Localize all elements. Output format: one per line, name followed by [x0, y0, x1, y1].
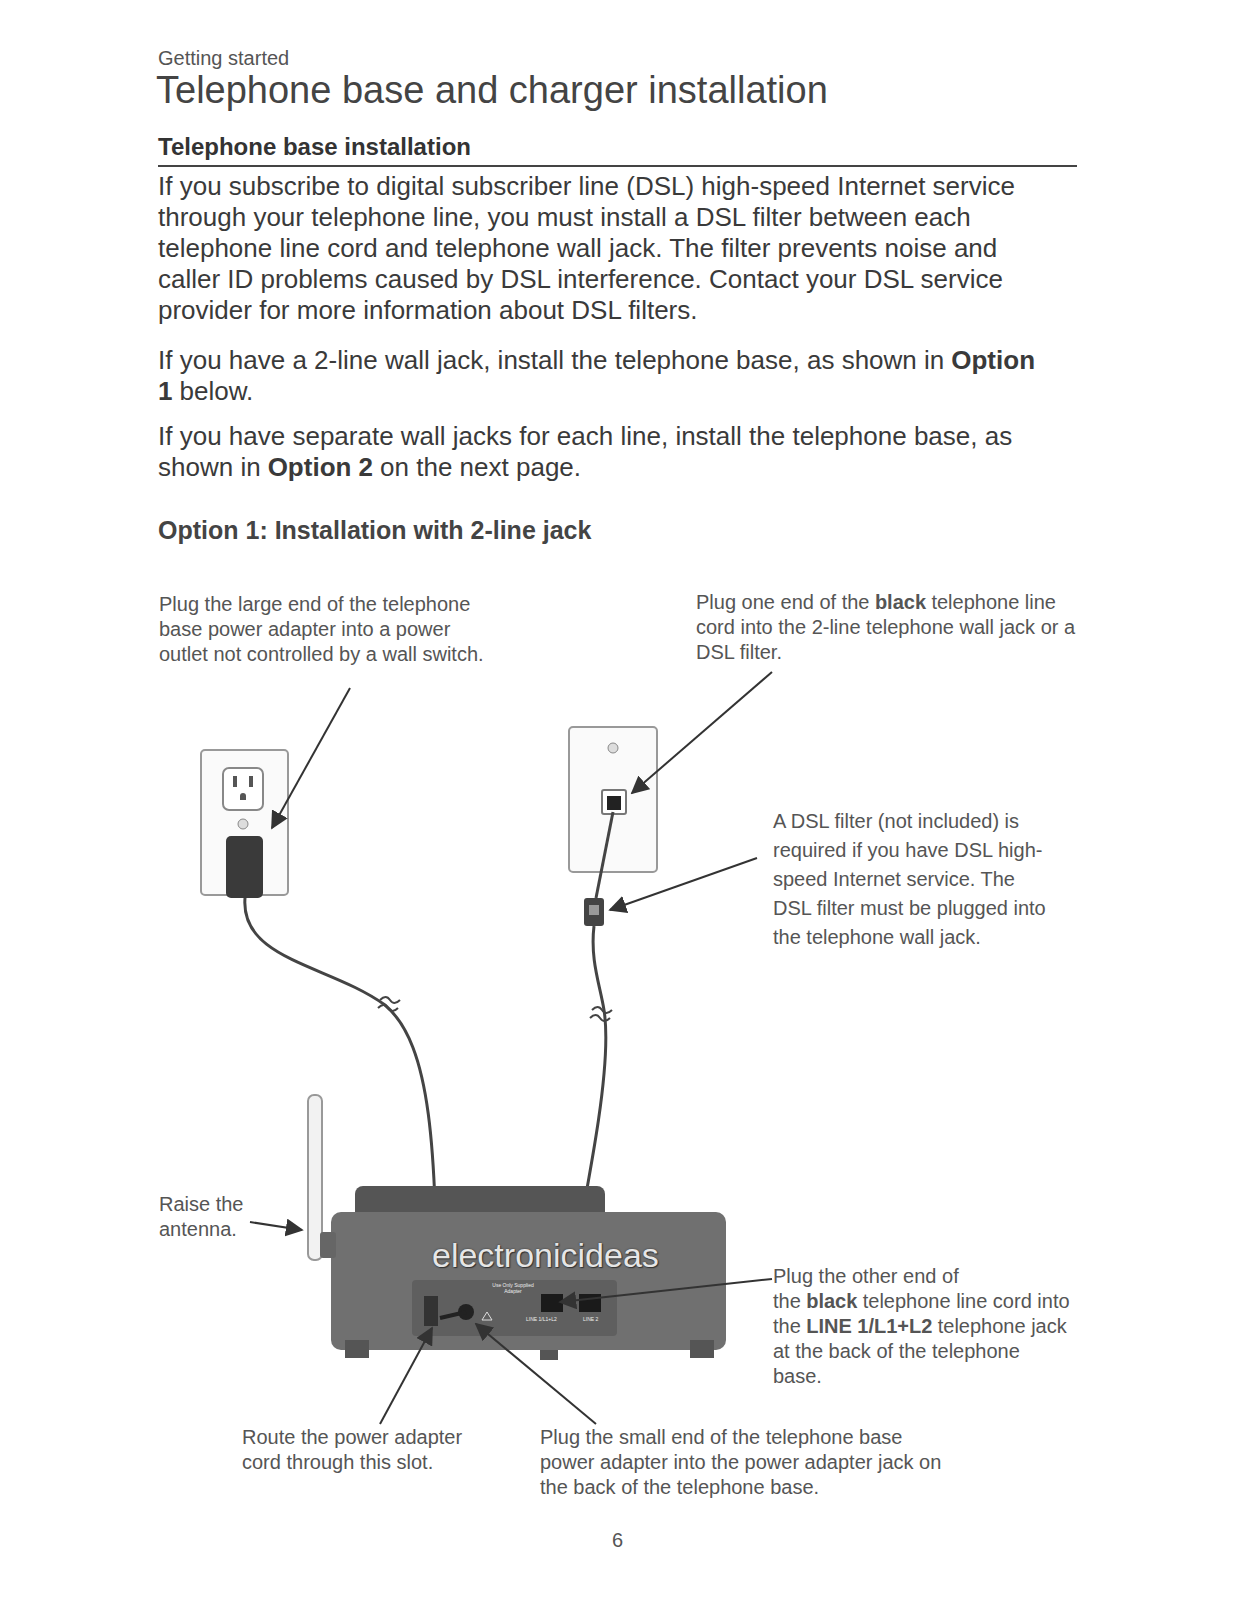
text: Use Only Supplied Adapter — [492, 1282, 533, 1294]
callout-text: Plug the large end of the telephone base… — [159, 592, 504, 667]
text: on the next page. — [380, 452, 581, 482]
paragraph: If you have a 2-line wall jack, install … — [158, 345, 1048, 407]
bold-text: Option 2 — [268, 452, 373, 482]
text: Telephone base installation — [158, 133, 471, 160]
text: Plug the large end of the telephone base… — [159, 593, 484, 665]
option-heading: Option 1: Installation with 2-line jack — [158, 515, 591, 545]
bold-text: black — [875, 591, 926, 613]
break-mark — [378, 997, 400, 1011]
callout-text: A DSL filter (not included) is required … — [773, 807, 1048, 952]
text: below. — [179, 376, 253, 406]
dsl-filter — [584, 898, 604, 926]
section-rule — [158, 165, 1077, 167]
text: electronicideas — [432, 1236, 659, 1274]
callout-text: Plug one end of theblacktelephone line c… — [696, 590, 1076, 665]
port-label: Use Only Supplied Adapter — [488, 1282, 538, 1294]
bold-text: black — [806, 1290, 857, 1312]
text: Telephone base and charger installation — [156, 69, 828, 111]
text: Option 1: Installation with 2-line jack — [158, 516, 591, 544]
break-mark — [590, 1007, 612, 1021]
text: Plug one end of the — [696, 591, 869, 613]
telephone-base — [308, 1095, 726, 1360]
text: Getting started — [158, 47, 289, 69]
dsl-filter-port — [589, 905, 599, 915]
callout-text: Raise the antenna. — [159, 1192, 259, 1242]
port-label: LINE 1/L1+L2 — [526, 1316, 557, 1322]
text: Plug the small end of the telephone base… — [540, 1426, 941, 1498]
page-title: Telephone base and charger installation — [156, 68, 828, 112]
paragraph: If you subscribe to digital subscriber l… — [158, 171, 1048, 326]
phone-cord — [596, 812, 613, 898]
wall-jack — [569, 727, 657, 872]
page-number: 6 — [612, 1528, 623, 1552]
callout-text: Plug the other end of theblacktelephone … — [773, 1264, 1073, 1389]
bold-text: LINE 1/L1+L2 — [806, 1315, 932, 1337]
section-kicker: Getting started — [158, 46, 289, 70]
text: If you subscribe to digital subscriber l… — [158, 171, 1015, 325]
text: LINE 2 — [583, 1316, 598, 1322]
text: 6 — [612, 1529, 623, 1551]
port-label: LINE 2 — [583, 1316, 598, 1322]
section-heading: Telephone base installation — [158, 132, 471, 162]
watermark: electronicideas — [432, 1235, 659, 1275]
callout-text: Plug the small end of the telephone base… — [540, 1425, 960, 1500]
paragraph: If you have separate wall jacks for each… — [158, 421, 1048, 483]
leader-lines — [250, 672, 772, 1424]
text: If you have a 2-line wall jack, install … — [158, 345, 944, 375]
text: LINE 1/L1+L2 — [526, 1316, 557, 1322]
text: Route the power adapter cord through thi… — [242, 1426, 462, 1473]
text: A DSL filter (not included) is required … — [773, 810, 1046, 948]
callout-text: Route the power adapter cord through thi… — [242, 1425, 502, 1475]
text: Raise the antenna. — [159, 1193, 244, 1240]
antenna — [308, 1095, 322, 1260]
